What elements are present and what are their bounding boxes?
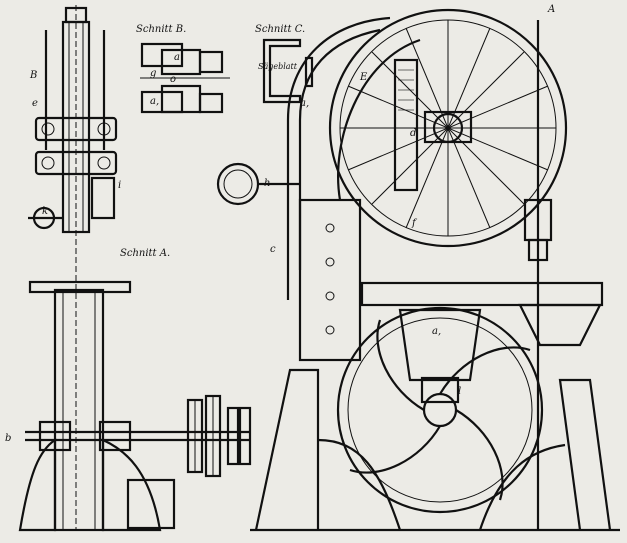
column-rivet <box>325 257 335 267</box>
label-a1: a, <box>150 96 160 107</box>
column-rivet <box>325 291 335 301</box>
main-pillar <box>53 288 105 532</box>
label-a3: a, <box>432 326 442 337</box>
label-a2: a, <box>300 98 310 109</box>
lower-wheel-inner <box>347 317 533 503</box>
section-c-profile <box>262 38 302 104</box>
clamp-block <box>34 116 118 142</box>
label-f: f <box>412 218 416 229</box>
section-b-caption: Schnitt B. <box>136 24 187 35</box>
label-a: a <box>174 52 180 63</box>
section-a-caption: Schnitt A. <box>120 248 171 259</box>
label-i: i <box>118 180 122 191</box>
column-rivet <box>325 223 335 233</box>
upper-wheel-rim <box>328 8 568 248</box>
foot-right <box>101 438 162 532</box>
upper-wheel-spokes <box>340 20 556 236</box>
label-E: E <box>360 72 368 83</box>
section-b-block <box>198 92 224 114</box>
adjusting-handwheel-inner <box>223 169 253 199</box>
base-arch <box>317 438 402 531</box>
pulley <box>226 406 240 466</box>
base-arch <box>478 443 566 531</box>
label-B: B <box>30 70 38 81</box>
blade-guide-lower <box>527 238 549 262</box>
lower-bearing <box>420 376 460 404</box>
lower-wheel-rim <box>336 306 544 514</box>
side-hub <box>126 478 176 530</box>
arm-column <box>298 198 362 362</box>
base-left-leg <box>254 368 320 531</box>
saw-table <box>360 281 604 307</box>
label-k: k <box>42 206 49 217</box>
table-bracket <box>518 303 602 347</box>
label-h: h <box>264 178 271 189</box>
clamp-bolt <box>41 156 55 170</box>
arm-back-outer <box>286 16 391 300</box>
label-d: d <box>410 128 417 139</box>
lower-bearing-bracket <box>398 308 482 382</box>
main-frame <box>216 8 620 532</box>
clamp-bolt <box>97 122 111 136</box>
section-b-block <box>198 50 224 74</box>
section-c-caption: Schnitt C. <box>255 24 306 35</box>
clamp-block <box>34 150 118 176</box>
clamp-bolt <box>97 156 111 170</box>
label-b: b <box>5 433 12 444</box>
gear-box <box>90 176 116 220</box>
shaft-bearing <box>98 420 132 452</box>
section-details <box>140 38 314 114</box>
column-rivet <box>325 325 335 335</box>
left-elevation <box>18 5 252 532</box>
tension-slide <box>393 58 419 192</box>
top-cap <box>64 6 88 24</box>
label-A: A <box>548 4 556 15</box>
label-g: g <box>150 68 157 79</box>
saegeblatt-label: Sägeblatt <box>258 62 297 71</box>
shaft-bearing <box>38 420 72 452</box>
label-e: e <box>32 98 38 109</box>
lower-wheel-hub <box>422 392 458 428</box>
foot-left <box>18 437 57 532</box>
arm-back <box>298 28 381 270</box>
pulley <box>238 406 252 466</box>
arm-outer <box>337 38 421 201</box>
label-o: o <box>170 74 177 85</box>
table-plate <box>28 280 132 294</box>
lower-wheel-spokes <box>349 319 531 501</box>
label-c: c <box>270 244 276 255</box>
label-l: l <box>458 386 462 397</box>
clamp-bolt <box>41 122 55 136</box>
upper-bearing <box>423 110 473 144</box>
base-right-leg <box>558 378 612 531</box>
